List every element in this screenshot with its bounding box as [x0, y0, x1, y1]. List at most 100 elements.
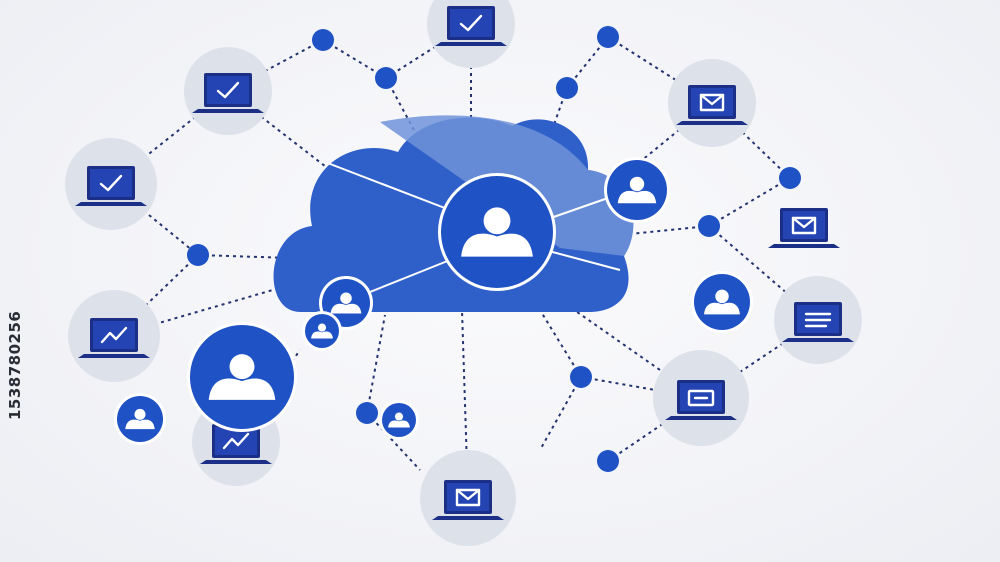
junction-dot: [375, 67, 397, 89]
user-icon-head: [340, 292, 352, 304]
user-bubble: [691, 271, 753, 333]
user-icon: [704, 302, 740, 315]
junction-dot: [556, 77, 578, 99]
user-bubbles: [114, 157, 753, 445]
user-icon: [311, 331, 333, 339]
laptop-base: [665, 416, 737, 420]
user-icon-head: [483, 207, 511, 235]
laptop-screen: [93, 321, 135, 349]
laptop-node: [427, 0, 515, 68]
user-icon: [617, 190, 657, 204]
connection-line: [322, 39, 387, 79]
envelope-icon: [791, 216, 817, 235]
user-bubble: [187, 322, 297, 432]
laptop-screen: [691, 88, 733, 116]
user-bubble: [114, 393, 166, 445]
laptop-nodes: [65, 0, 862, 546]
laptop-screen: [450, 9, 492, 37]
cloud-line: [324, 161, 451, 211]
envelope-flap: [791, 216, 817, 229]
envelope-flap: [455, 488, 481, 501]
laptop-base: [768, 244, 840, 248]
cloud-line: [544, 249, 621, 271]
user-icon-head: [317, 323, 327, 332]
connection-line: [539, 309, 582, 378]
laptop-screen: [90, 169, 132, 197]
junction-dots: [187, 26, 801, 472]
card-body: [687, 389, 715, 407]
junction-dot: [570, 366, 592, 388]
junction-dot: [779, 167, 801, 189]
connection-line: [366, 412, 421, 471]
user-icon: [461, 233, 533, 257]
user-icon-head: [394, 412, 404, 421]
junction-dot: [312, 29, 334, 51]
user-bubble: [379, 400, 419, 440]
user-bubble: [302, 311, 342, 351]
laptop-node: [668, 59, 756, 147]
checkmark-icon: [459, 14, 483, 32]
connection-line: [385, 23, 472, 79]
laptop-base: [432, 516, 504, 520]
laptop-node: [68, 290, 160, 382]
connection-line: [539, 376, 582, 451]
connection-line: [366, 314, 386, 414]
user-icon-head: [229, 354, 255, 380]
laptop-base: [75, 202, 147, 206]
laptop-screen: [447, 483, 489, 511]
laptop-screen: [783, 211, 825, 239]
laptop-node: [420, 450, 516, 546]
laptop-base: [200, 460, 272, 464]
document-lines: [804, 312, 832, 328]
laptop-screen: [207, 76, 249, 104]
chart-line: [100, 326, 128, 344]
laptop-base: [782, 338, 854, 342]
checkmark-icon: [216, 81, 240, 99]
cloud-hub: [273, 115, 634, 312]
chart-line: [222, 432, 250, 450]
laptop-node: [768, 208, 840, 248]
envelope-flap: [699, 93, 725, 106]
laptop-base: [192, 109, 264, 113]
laptop-node: [184, 47, 272, 135]
user-icon-head: [715, 289, 729, 304]
connection-line: [619, 225, 710, 236]
envelope-body: [455, 488, 481, 507]
cloud-line: [544, 197, 609, 221]
junction-dot: [597, 26, 619, 48]
junction-dot: [597, 450, 619, 472]
central-user-bubble: [438, 173, 556, 291]
card-icon: [687, 389, 715, 407]
connection-line: [197, 254, 291, 259]
user-bubble: [604, 157, 670, 223]
checkmark-stroke: [99, 174, 123, 192]
document-icon: [804, 312, 832, 328]
laptop-node: [653, 350, 749, 446]
user-icon: [125, 419, 155, 430]
laptop-base: [435, 42, 507, 46]
user-icon-head: [134, 408, 146, 420]
user-icon-head: [629, 176, 645, 192]
laptop-node: [65, 138, 157, 230]
user-icon: [208, 378, 276, 400]
envelope-icon: [455, 488, 481, 507]
laptop-base: [78, 354, 150, 358]
connection-line: [113, 254, 199, 337]
junction-dot: [356, 402, 378, 424]
junction-dot: [187, 244, 209, 266]
chart-icon: [100, 326, 128, 344]
envelope-body: [791, 216, 817, 235]
watermark-id: 1538780256: [6, 310, 24, 420]
junction-dot: [698, 215, 720, 237]
laptop-base: [676, 121, 748, 125]
checkmark-stroke: [459, 14, 483, 32]
laptop-node: [774, 276, 862, 364]
envelope-icon: [699, 93, 725, 112]
connection-line: [708, 177, 791, 227]
envelope-body: [699, 93, 725, 112]
user-icon: [330, 303, 362, 314]
connection-line: [110, 183, 199, 256]
checkmark-icon: [99, 174, 123, 192]
